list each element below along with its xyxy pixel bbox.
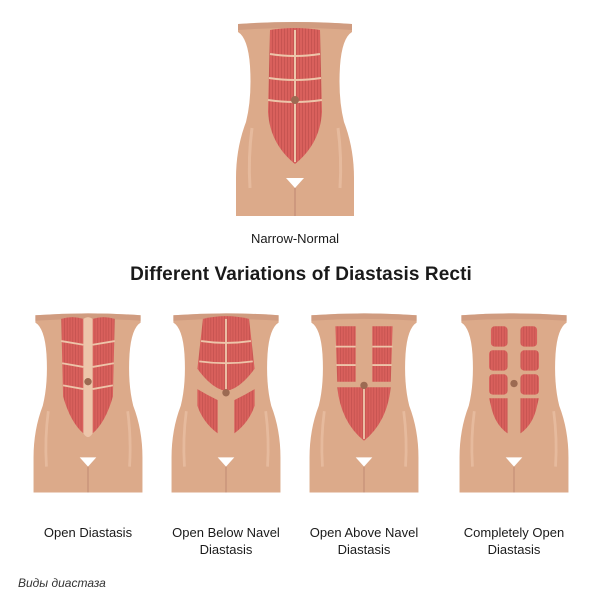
completely-open-illustration bbox=[458, 311, 570, 494]
open-diastasis-figure bbox=[28, 296, 148, 508]
open-diastasis-illustration bbox=[32, 311, 144, 494]
completely-open-label: Completely Open Diastasis bbox=[463, 525, 565, 557]
navel bbox=[291, 96, 299, 104]
narrow-normal-figure bbox=[230, 12, 360, 224]
open-diastasis-label: Open Diastasis bbox=[43, 525, 133, 540]
narrow-normal-label: Narrow-Normal bbox=[250, 231, 340, 246]
figure-caption: Виды диастаза bbox=[18, 576, 106, 590]
completely-open-figure bbox=[454, 296, 574, 508]
open-above-navel-illustration bbox=[308, 311, 420, 494]
narrow-normal-illustration bbox=[234, 20, 356, 218]
page-title: Different Variations of Diastasis Recti bbox=[130, 264, 472, 285]
open-below-navel-label: Open Below Navel Diastasis bbox=[172, 525, 280, 557]
open-below-navel-figure bbox=[166, 296, 286, 508]
open-below-navel-illustration bbox=[170, 311, 282, 494]
open-above-navel-figure bbox=[304, 296, 424, 508]
open-above-navel-label: Open Above Navel Diastasis bbox=[309, 525, 419, 557]
